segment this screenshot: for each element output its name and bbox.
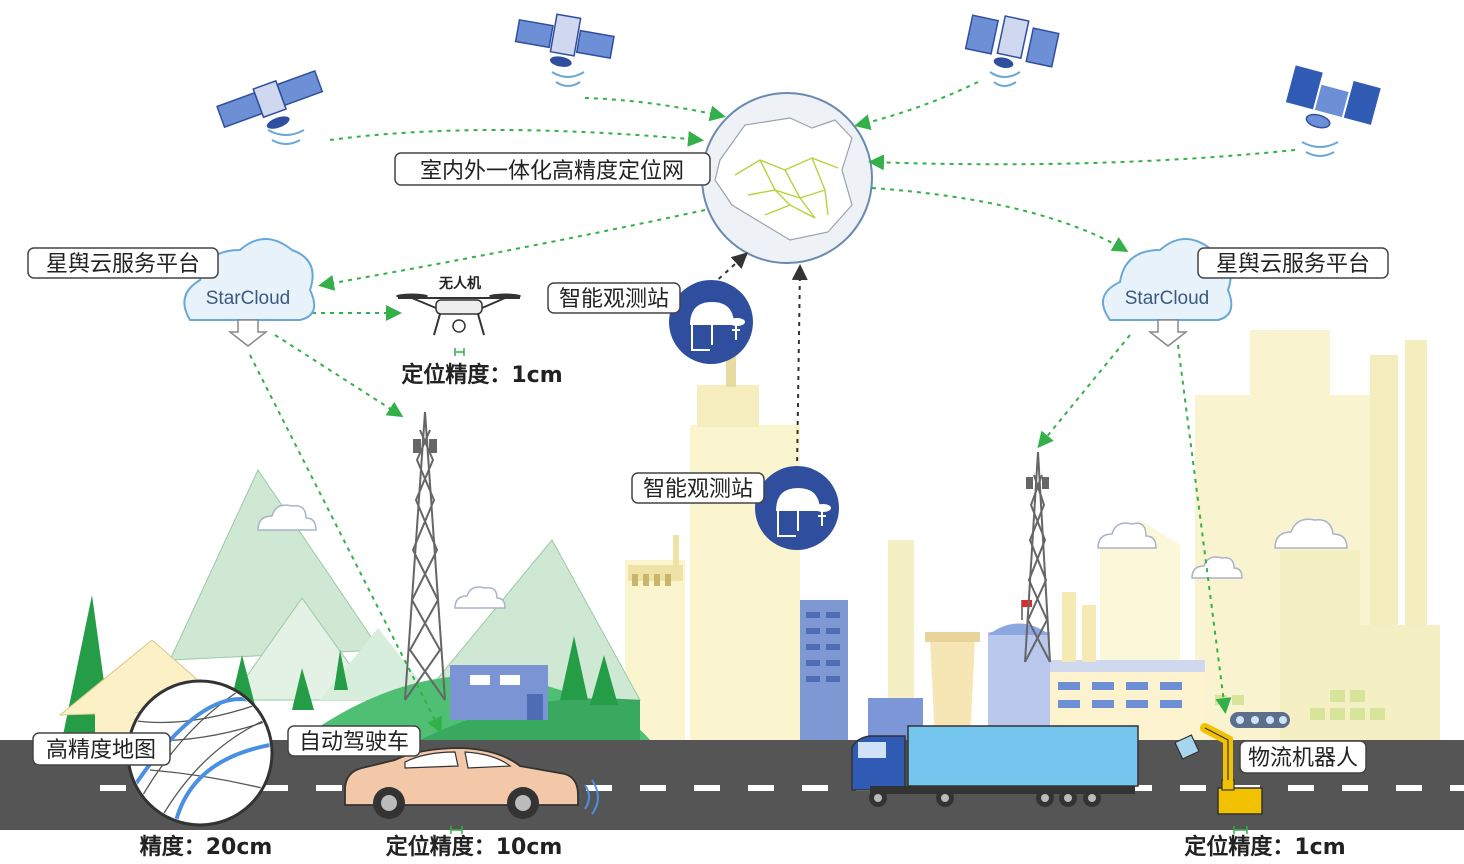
cell-tower-left — [404, 411, 446, 701]
station-top: 智能观测站 — [547, 280, 753, 364]
starcloud-right-name: StarCloud — [1125, 288, 1210, 309]
hd-map-icon: 高精度地图 — [32, 679, 274, 827]
mountain-background — [58, 468, 650, 740]
starcloud-left-title: 星舆云服务平台 — [46, 252, 200, 277]
positioning-network-globe — [701, 92, 873, 264]
drone-accuracy: 定位精度：1cm — [401, 362, 562, 388]
logistics-robot-icon: 物流机器人 — [1174, 723, 1367, 834]
car-accuracy: 定位精度：10cm — [386, 834, 563, 860]
satellite-icon — [216, 69, 324, 129]
network-label: 室内外一体化高精度定位网 — [394, 152, 711, 186]
starcloud-right-title: 星舆云服务平台 — [1216, 252, 1370, 277]
car-label: 自动驾驶车 — [299, 730, 409, 755]
station-mid: 智能观测站 — [631, 466, 839, 550]
satellite-icon — [964, 14, 1060, 69]
hd-map-accuracy: 精度：20cm — [140, 834, 273, 860]
robot-label: 物流机器人 — [1248, 746, 1358, 771]
drone-label: 无人机 — [438, 275, 481, 292]
hd-map-label: 高精度地图 — [46, 738, 156, 763]
starcloud-left: StarCloud 星舆云服务平台 — [27, 238, 316, 347]
truck-icon — [851, 725, 1139, 807]
robot-accuracy: 定位精度：1cm — [1184, 834, 1345, 860]
network-label-text: 室内外一体化高精度定位网 — [420, 159, 684, 184]
city-background — [625, 330, 1440, 740]
station-top-label: 智能观测站 — [559, 287, 669, 312]
starcloud-right: StarCloud 星舆云服务平台 — [1101, 238, 1389, 347]
satellite-icon — [1285, 65, 1381, 129]
station-mid-label: 智能观测站 — [643, 477, 753, 502]
connection-arrows — [249, 81, 1296, 734]
satellite-icon — [514, 13, 615, 67]
autonomous-car-icon: 自动驾驶车 — [287, 725, 599, 834]
drone-icon — [396, 293, 521, 356]
cell-tower-right — [1024, 451, 1051, 663]
starcloud-left-name: StarCloud — [206, 288, 291, 309]
